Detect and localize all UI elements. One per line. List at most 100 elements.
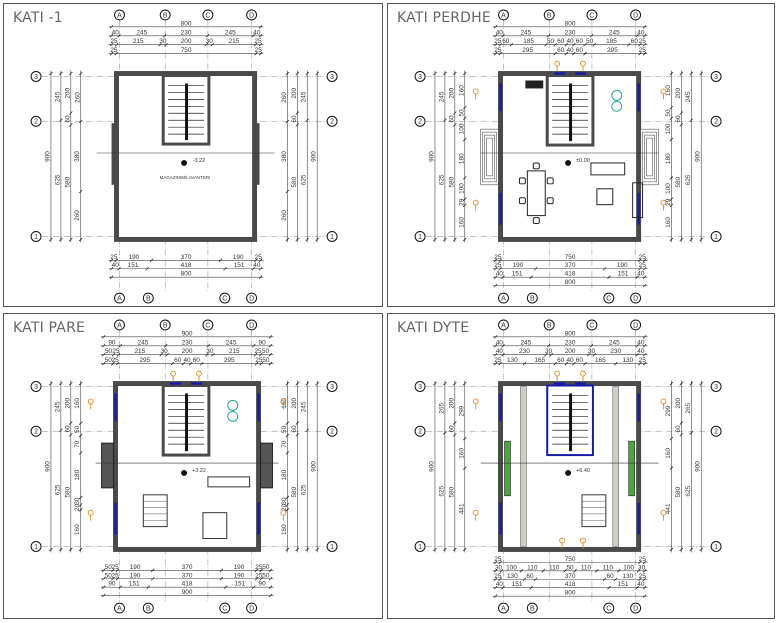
grid-bubble <box>326 115 338 127</box>
light-fixture-icon <box>660 398 667 405</box>
dimension-tick <box>642 594 647 598</box>
dimension-tick <box>285 381 290 386</box>
stair-handrail <box>185 393 189 452</box>
dimension-label: 50 <box>665 109 672 117</box>
grid-label: 1 <box>330 544 334 551</box>
dimension-tick <box>252 344 256 348</box>
dimension-tick <box>669 547 674 552</box>
dimension-label: 580 <box>64 176 71 187</box>
fixtures <box>87 370 287 521</box>
grid-label: 1 <box>418 544 422 551</box>
dimension-label: 245 <box>520 29 531 36</box>
dimension-tick <box>146 585 151 589</box>
grid-bubble <box>630 319 642 331</box>
light-fixture-icon <box>554 370 561 377</box>
dimension-label: 900 <box>44 461 51 472</box>
dimension-tick <box>433 547 437 552</box>
dimension-tick <box>462 381 467 386</box>
dimension-tick <box>150 576 155 581</box>
dimension-label: 580 <box>448 176 455 187</box>
dimension-tick <box>145 266 149 271</box>
dimension-label: 800 <box>565 20 576 27</box>
dimension-label: 60 <box>448 115 455 123</box>
dimension-tick <box>101 344 106 348</box>
dimension-tick <box>109 25 114 29</box>
dimension-tick <box>78 421 83 425</box>
dimension-tick <box>635 34 639 38</box>
dimension-tick <box>462 203 467 208</box>
dimension-tick <box>116 352 121 357</box>
dimension-tick <box>501 275 505 279</box>
grid-bubble <box>603 602 615 614</box>
dimension-label: 200 <box>64 398 71 409</box>
entrance-step <box>646 137 653 177</box>
dimension-label: 750 <box>565 556 576 563</box>
dimension-label: 190 <box>233 254 244 261</box>
dimension-label: 245 <box>609 29 620 36</box>
side-wall-pier <box>255 123 260 185</box>
dimension-tick <box>493 266 498 271</box>
dimension-tick <box>285 547 290 552</box>
dimension-tick <box>254 361 259 366</box>
dimension-tick <box>443 237 447 242</box>
dimension-label: 100 <box>458 183 465 194</box>
dimension-tick <box>529 275 533 279</box>
wardrobe <box>207 476 251 488</box>
dimension-tick <box>501 344 505 348</box>
dimension-label: 25 <box>112 357 120 364</box>
dimension-label: 800 <box>565 330 576 337</box>
light-fixture-icon <box>580 60 586 67</box>
dimension-tick <box>115 361 120 366</box>
dimension-label: 160 <box>665 85 672 96</box>
dimension-label: 29 <box>665 198 672 206</box>
dimension-tick <box>109 266 114 271</box>
dimension-tick <box>315 381 319 386</box>
grid-label: 2 <box>330 429 334 436</box>
dimension-tick <box>572 361 576 366</box>
dimension-label: 185 <box>523 38 534 45</box>
inner-wall <box>520 386 527 547</box>
dimension-label: 40 <box>496 339 504 346</box>
grid-bubble <box>30 230 42 242</box>
dimension-tick <box>462 436 467 441</box>
grid-bubble <box>30 541 42 552</box>
dimension-label: 441 <box>458 503 465 514</box>
grid-bubble <box>414 71 426 82</box>
grid-bubble <box>414 115 426 127</box>
dimension-label: 185 <box>606 38 617 45</box>
dimension-tick <box>69 237 73 242</box>
dimension-label: 190 <box>513 262 524 269</box>
dimension-tick <box>78 119 83 124</box>
dimension-label: 580 <box>448 486 455 497</box>
panel-title: KATI -1 <box>13 10 63 26</box>
dimension-label: 100 <box>458 123 465 134</box>
entrance-step <box>480 128 499 186</box>
dimension-tick <box>699 381 703 386</box>
grid-label: C <box>606 606 611 613</box>
dimension-tick <box>669 466 674 470</box>
dimension-label: 50 <box>262 572 270 579</box>
windows <box>499 382 640 535</box>
dimension-label: 25 <box>255 564 263 571</box>
dimension-label: 50 <box>586 38 594 45</box>
dimension-tick <box>689 547 694 552</box>
dimension-tick <box>669 71 674 76</box>
dimension-tick <box>118 344 123 348</box>
level-marker-icon <box>565 159 572 166</box>
dimension-tick <box>533 577 538 582</box>
dimension-label: 151 <box>128 262 139 269</box>
dimension-tick <box>443 118 447 123</box>
dimension-label: 25 <box>254 38 262 45</box>
dimension-tick <box>689 71 694 76</box>
dimension-tick <box>462 176 467 180</box>
dimension-label: 200 <box>565 348 576 355</box>
dimension-tick <box>493 283 498 288</box>
planter-box <box>628 440 635 497</box>
dimension-label: 230 <box>565 339 576 346</box>
grid-bubble <box>498 9 509 21</box>
dimension-tick <box>679 433 684 437</box>
dimension-label: 295 <box>522 47 533 54</box>
grid-bubble <box>326 71 338 82</box>
dimension-tick <box>453 421 457 425</box>
